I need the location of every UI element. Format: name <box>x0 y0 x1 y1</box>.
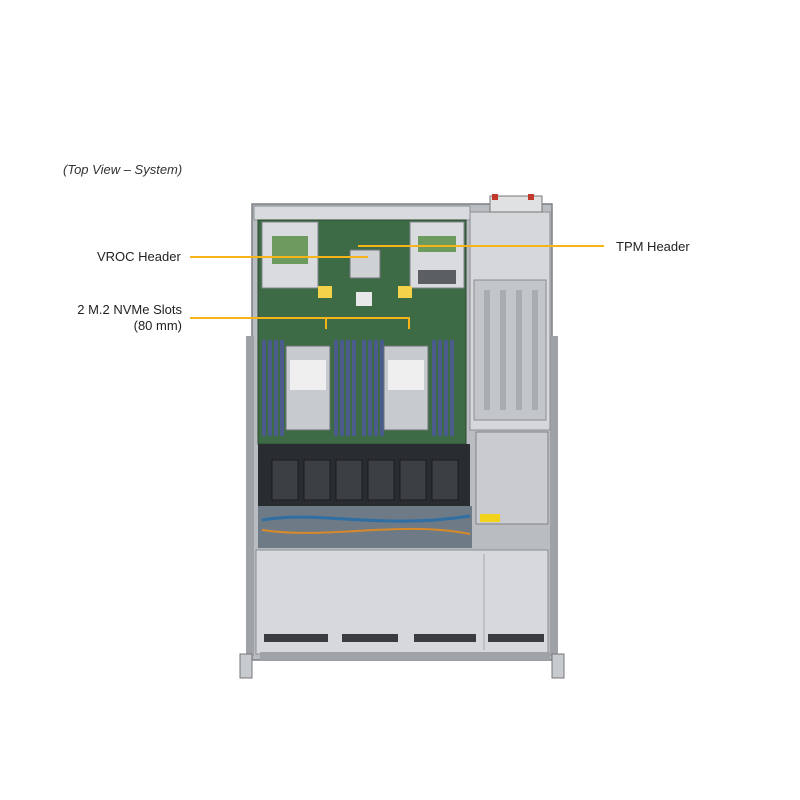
m2-slots-label: 2 M.2 NVMe Slots (80 mm) <box>74 302 182 334</box>
m2-callout-tick-1 <box>325 317 327 329</box>
m2-slot-1 <box>318 286 332 298</box>
cable-area <box>258 506 472 548</box>
dimm-bank-right <box>362 340 454 436</box>
left-rail <box>246 336 254 656</box>
right-rail <box>550 336 558 656</box>
m2-slots-label-line1: 2 M.2 NVMe Slots <box>77 302 182 317</box>
m2-slots-label-line2: (80 mm) <box>133 318 182 333</box>
fans <box>271 459 459 501</box>
vroc-callout-line <box>190 256 368 258</box>
front-vents <box>264 634 544 642</box>
front-handle-right <box>551 653 565 679</box>
dimm-bank-left <box>262 340 356 436</box>
front-handle-left <box>239 653 253 679</box>
m2-callout-line <box>190 317 410 319</box>
m2-callout-tick-2 <box>408 317 410 329</box>
tpm-header-label: TPM Header <box>616 239 690 254</box>
diagram-caption: (Top View – System) <box>63 162 183 177</box>
front-bezel <box>260 652 550 660</box>
vroc-header-label: VROC Header <box>97 249 181 264</box>
m2-slot-2 <box>398 286 412 298</box>
rear-panel <box>253 205 471 221</box>
power-distribution-module <box>475 431 549 525</box>
tpm-callout-line <box>358 245 604 247</box>
pch-heatsink <box>349 249 381 279</box>
